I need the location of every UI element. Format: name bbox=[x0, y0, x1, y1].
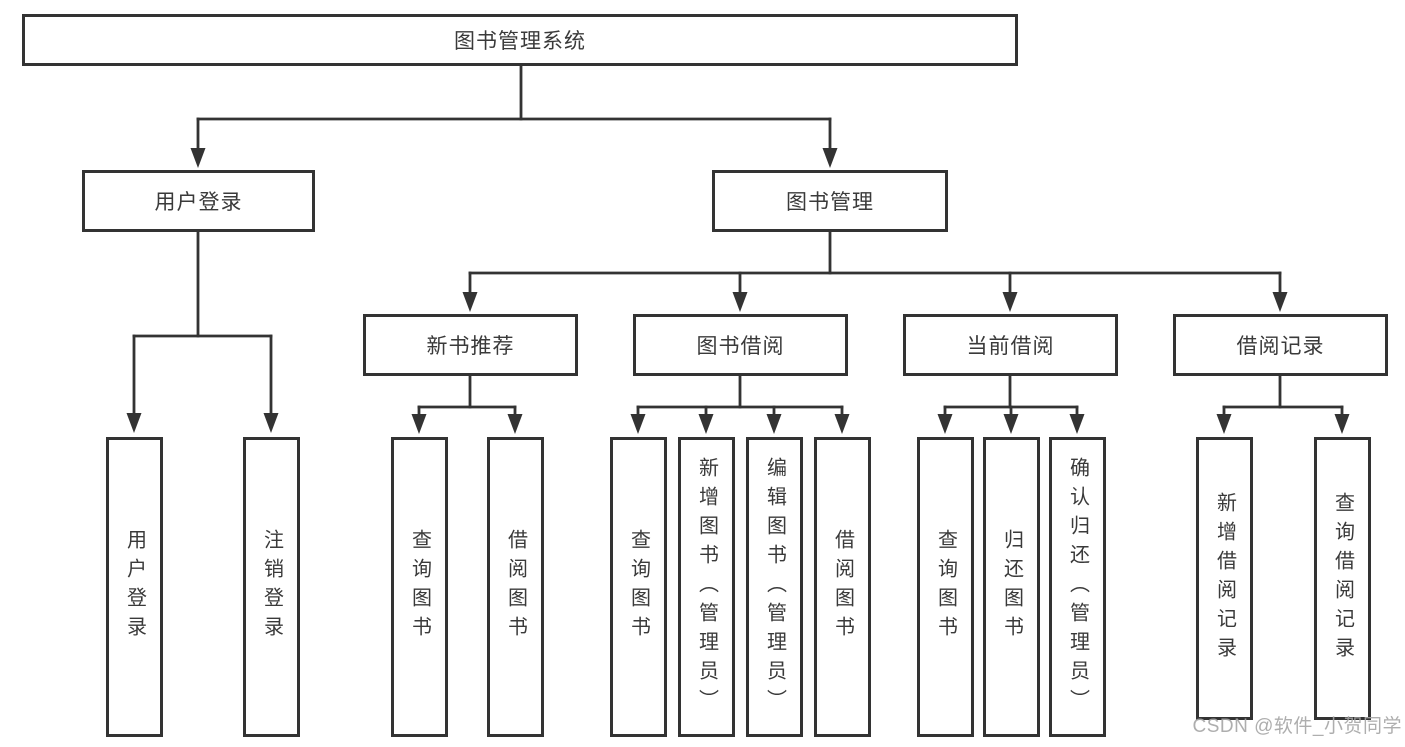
node-new-book-rec: 新书推荐 bbox=[363, 314, 578, 376]
node-book-borrow: 图书借阅 bbox=[633, 314, 848, 376]
node-current-borrow: 当前借阅 bbox=[903, 314, 1118, 376]
node-records-query: 查询借阅记录 bbox=[1314, 437, 1371, 720]
node-login-detail: 用户登录 bbox=[106, 437, 163, 737]
node-user-login: 用户登录 bbox=[82, 170, 315, 232]
node-borrow-records: 借阅记录 bbox=[1173, 314, 1388, 376]
node-current-return-book: 归还图书 bbox=[983, 437, 1040, 737]
node-newbook-query-book: 查询图书 bbox=[391, 437, 448, 737]
node-logout-detail: 注销登录 bbox=[243, 437, 300, 737]
node-newbook-borrow-book: 借阅图书 bbox=[487, 437, 544, 737]
node-borrow-query-book: 查询图书 bbox=[610, 437, 667, 737]
node-records-add: 新增借阅记录 bbox=[1196, 437, 1253, 720]
node-current-confirm-return: 确认归还（管理员） bbox=[1049, 437, 1106, 737]
node-book-mgmt: 图书管理 bbox=[712, 170, 948, 232]
watermark-text: CSDN @软件_小贺同学 bbox=[1192, 716, 1402, 737]
node-root: 图书管理系统 bbox=[22, 14, 1018, 66]
node-borrow-edit-book: 编辑图书（管理员） bbox=[746, 437, 803, 737]
node-borrow-borrow-book: 借阅图书 bbox=[814, 437, 871, 737]
node-borrow-add-book: 新增图书（管理员） bbox=[678, 437, 735, 737]
node-current-query-book: 查询图书 bbox=[917, 437, 974, 737]
